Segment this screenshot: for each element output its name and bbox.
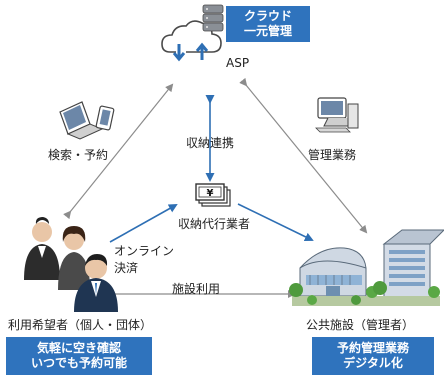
server-icon xyxy=(202,4,224,32)
search-reserve-label: 検索・予約 xyxy=(48,148,109,162)
tablet-icon xyxy=(95,105,115,131)
online-payment-label-1: オンライン xyxy=(114,244,175,258)
cloud-badge-line-1: クラウド xyxy=(243,9,292,23)
user-badge-line-1: 気軽に空き確認 xyxy=(36,341,121,355)
money-bills-icon xyxy=(195,183,231,207)
edge-user-payment xyxy=(109,204,178,243)
edge-user-asp xyxy=(63,83,174,220)
cloud-badge-line-2: 一元管理 xyxy=(243,24,292,38)
user-label: 利用希望者（個人・団体） xyxy=(8,318,153,332)
desktop-pc-icon xyxy=(315,97,359,133)
facility-badge: 予約管理業務 デジタル化 xyxy=(312,337,434,375)
edge-asp-facility xyxy=(239,77,368,234)
asp-label: ASP xyxy=(226,56,250,70)
payment-link-label: 収納連携 xyxy=(186,136,235,150)
laptop-icon xyxy=(59,101,104,140)
user-badge: 気軽に空き確認 いつでも予約可能 xyxy=(6,337,152,375)
management-label: 管理業務 xyxy=(308,148,357,162)
facility-buildings-icon xyxy=(289,229,444,306)
facility-label: 公共施設（管理者） xyxy=(306,318,415,332)
facility-use-label: 施設利用 xyxy=(172,282,221,296)
facility-badge-line-1: 予約管理業務 xyxy=(336,341,409,355)
payment-agent-label: 収納代行業者 xyxy=(178,217,251,231)
facility-badge-line-2: デジタル化 xyxy=(343,356,403,370)
user-badge-line-2: いつでも予約可能 xyxy=(30,356,127,370)
cloud-badge: クラウド 一元管理 xyxy=(226,6,310,42)
yen-symbol: ¥ xyxy=(207,188,214,199)
users-group-icon xyxy=(24,217,118,312)
online-payment-label-2: 決済 xyxy=(114,261,139,275)
edge-payment-facility xyxy=(237,203,314,241)
